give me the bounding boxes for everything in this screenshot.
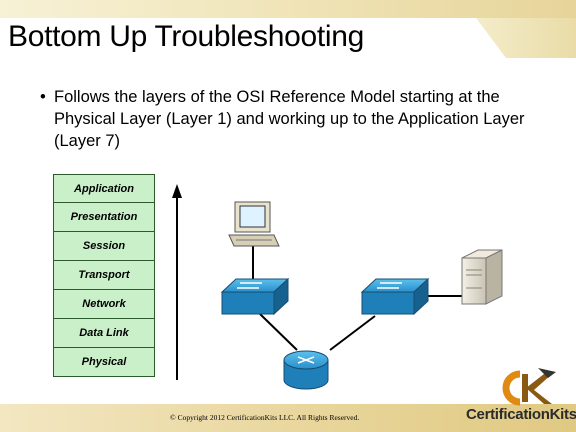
osi-layer-application: Application — [53, 174, 155, 203]
server-icon — [461, 249, 503, 305]
certificationkits-logo-icon — [502, 368, 556, 406]
osi-layer-stack: Application Presentation Session Transpo… — [53, 174, 155, 377]
osi-layer-presentation: Presentation — [53, 203, 155, 232]
router-icon — [283, 350, 329, 390]
bullet-point: • Follows the layers of the OSI Referenc… — [40, 86, 540, 152]
network-links — [252, 244, 462, 351]
slide-title: Bottom Up Troubleshooting — [8, 20, 365, 53]
up-arrow — [172, 184, 182, 380]
pc-icon — [228, 201, 280, 247]
osi-layer-physical: Physical — [53, 348, 155, 377]
bullet-dot: • — [40, 88, 46, 106]
footer-band — [0, 404, 576, 432]
osi-layer-session: Session — [53, 232, 155, 261]
osi-layer-transport: Transport — [53, 261, 155, 290]
top-band — [0, 0, 576, 18]
switch-icon-right — [360, 277, 430, 316]
bullet-text: Follows the layers of the OSI Reference … — [54, 88, 525, 150]
copyright-text: © Copyright 2012 CertificationKits LLC. … — [170, 413, 360, 422]
osi-layer-network: Network — [53, 290, 155, 319]
logo-text: CertificationKits — [466, 406, 576, 423]
osi-layer-data-link: Data Link — [53, 319, 155, 348]
switch-icon-left — [220, 277, 290, 316]
